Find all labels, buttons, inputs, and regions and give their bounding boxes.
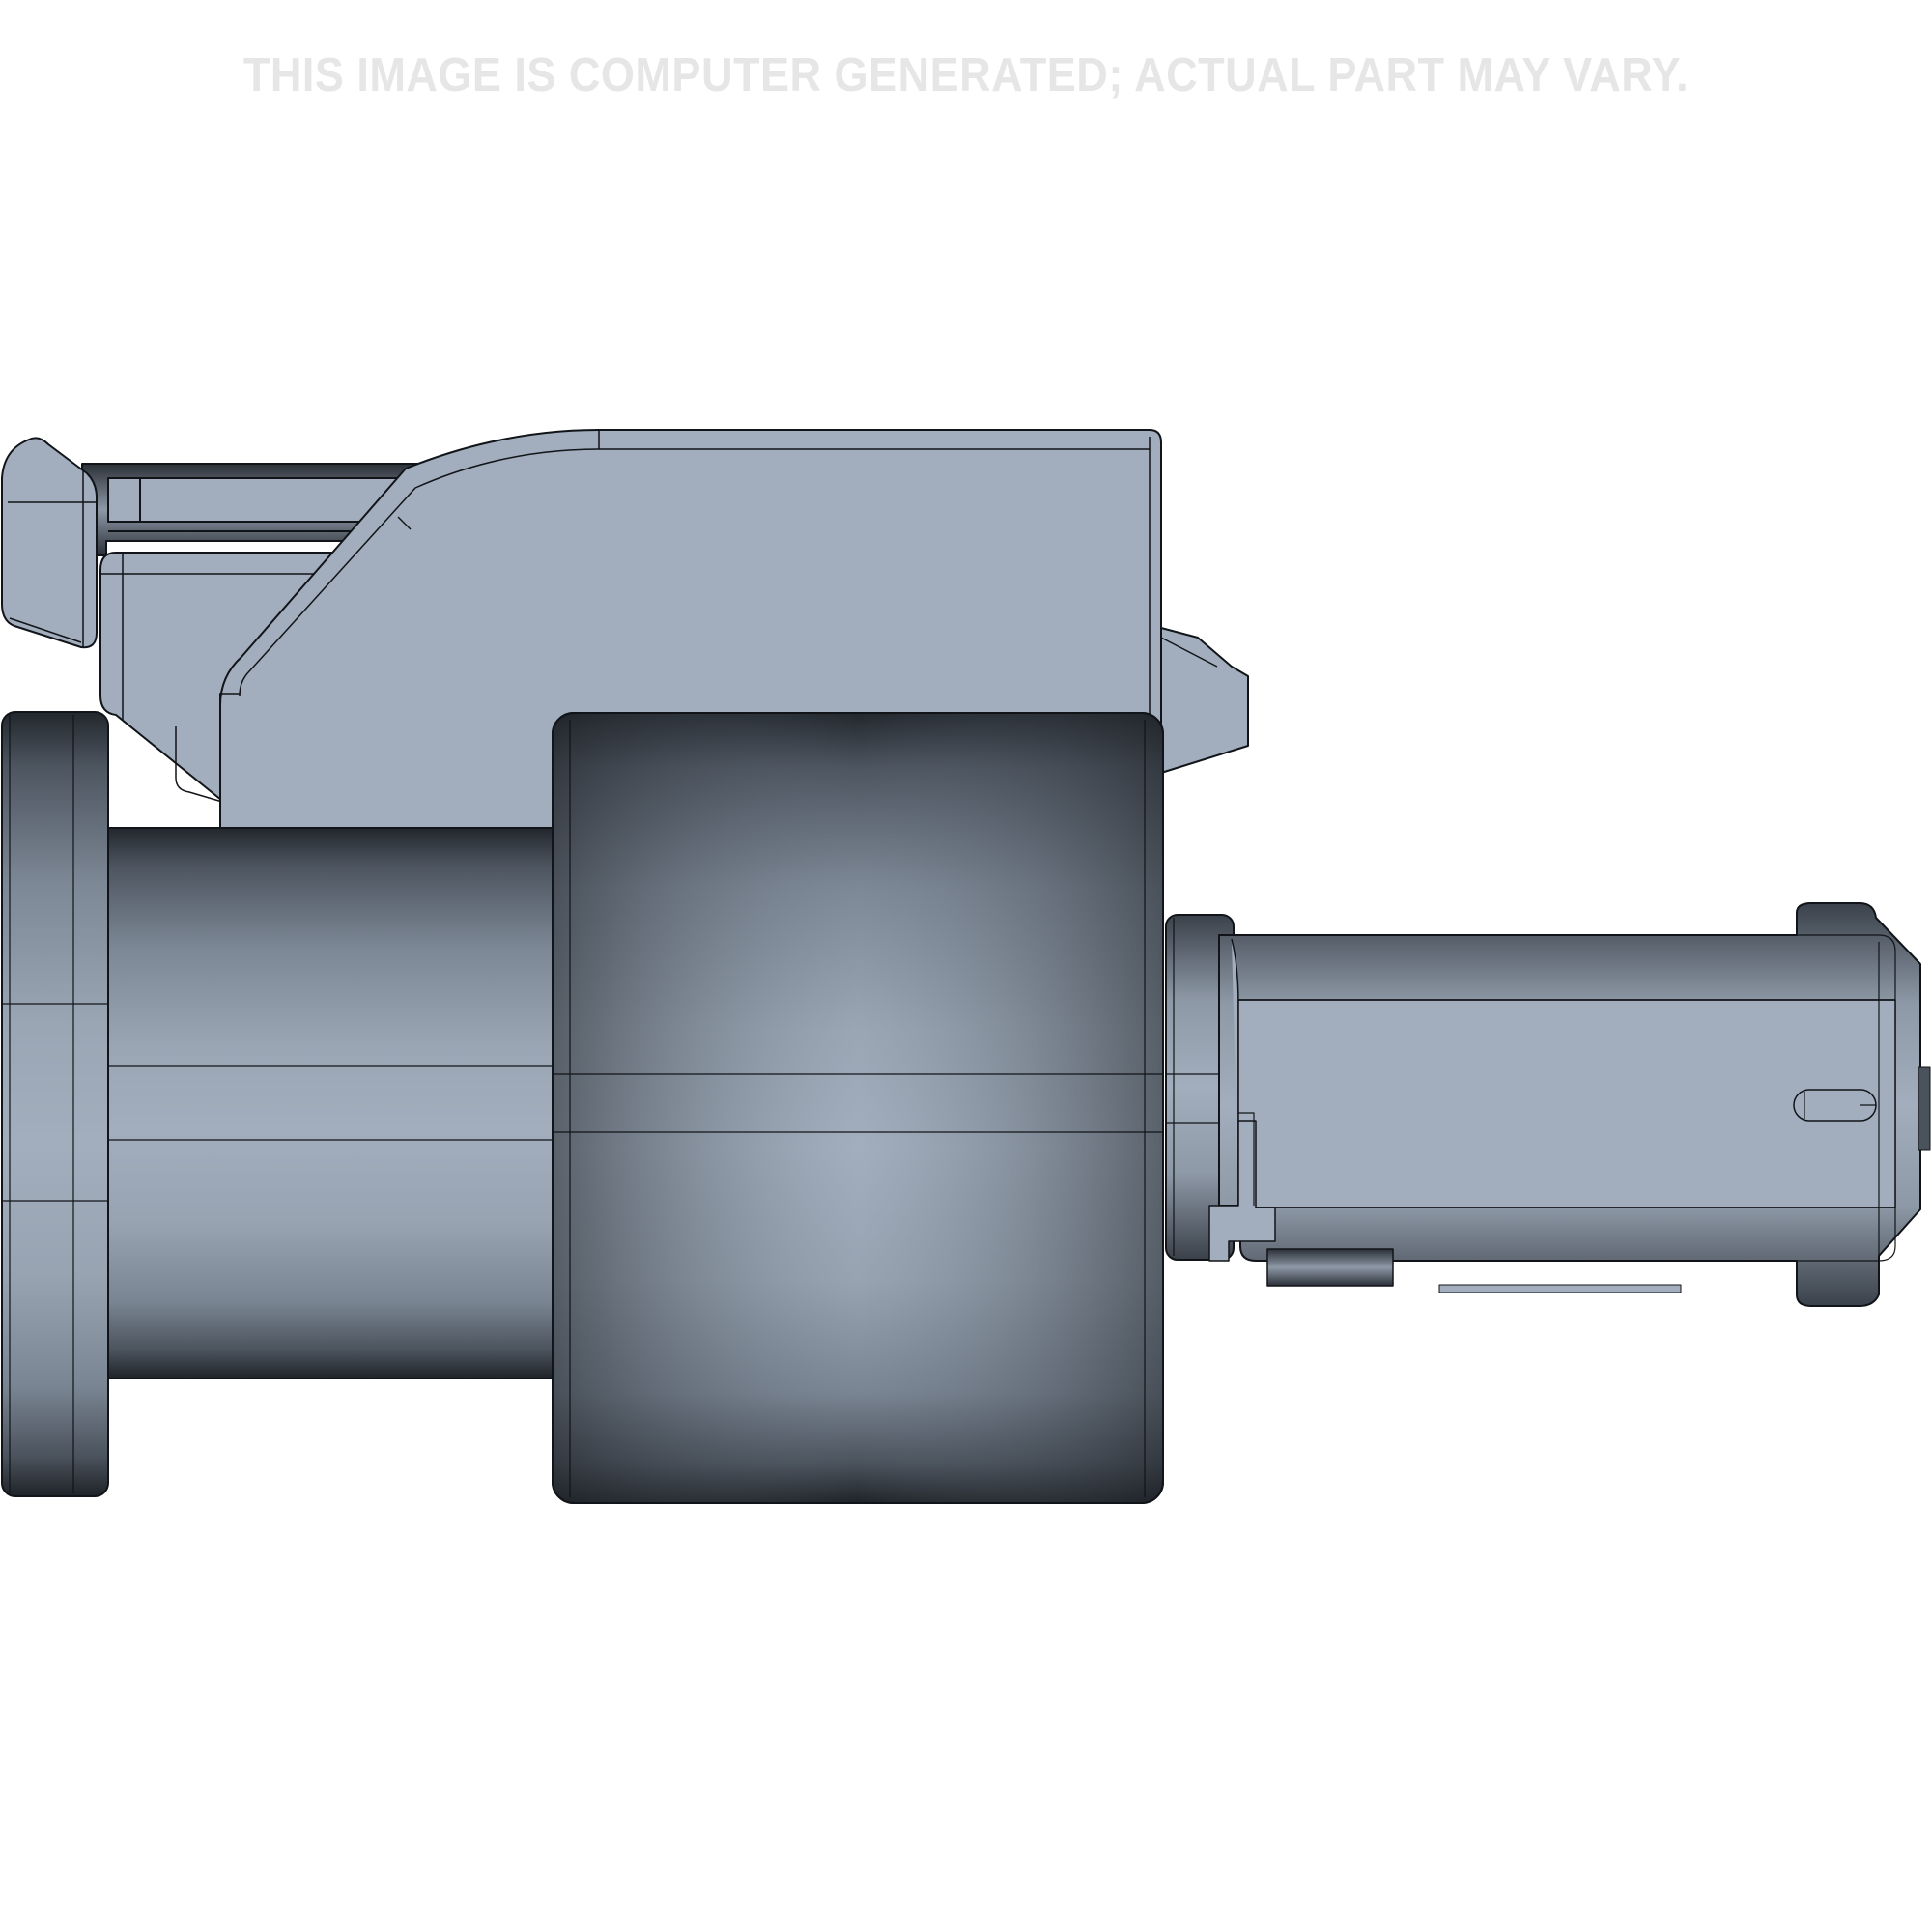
main-cylinder [552,712,1164,1504]
disclaimer-text: THIS IMAGE IS COMPUTER GENERATED; ACTUAL… [242,49,1690,101]
left-flange [1,711,109,1497]
rear-shaft [107,827,555,1379]
side-ramp [1160,627,1249,774]
front-plug-body [1208,902,1931,1307]
front-slot [1793,1089,1877,1122]
